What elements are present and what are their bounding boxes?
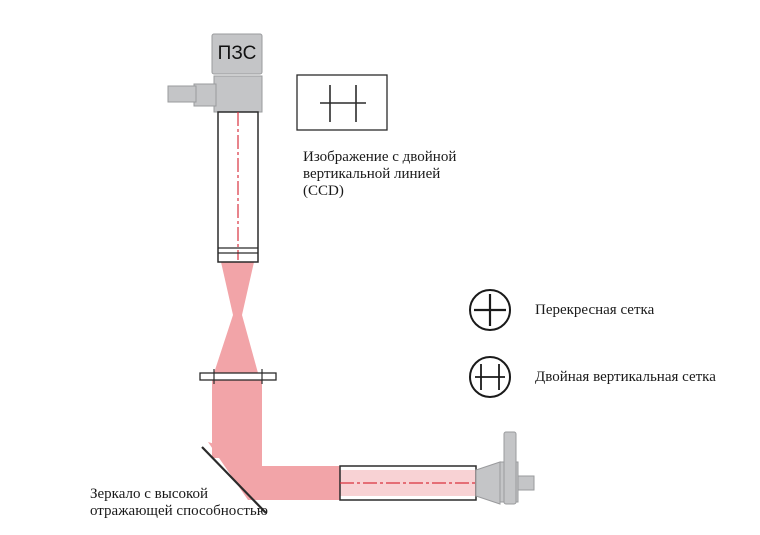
beam-horizontal-tube-glow — [340, 470, 476, 496]
light-source-post — [503, 431, 517, 505]
image-caption-line-3: (CCD) — [303, 183, 344, 199]
image-caption-line-2: вертикальной линией — [303, 166, 441, 182]
legend-cross-reticle-label: Перекресная сетка — [535, 302, 655, 318]
ccd-camera-body — [211, 33, 263, 75]
ccd-adapter-block — [213, 75, 263, 113]
beam-horizontal — [208, 442, 340, 500]
light-source-knob — [517, 475, 535, 491]
ccd-side-connector — [193, 83, 217, 107]
beam-lower-cone — [214, 315, 258, 373]
ccd-side-knob — [167, 85, 197, 103]
reticle-plate — [199, 372, 277, 381]
beam-upper-cone — [221, 262, 254, 315]
ccd-label: ПЗС — [217, 43, 257, 64]
legend-double-vertical-reticle-label: Двойная вертикальная сетка — [535, 369, 716, 385]
image-caption-line-1: Изображение с двойной — [303, 149, 457, 165]
light-source-cone — [475, 461, 501, 505]
mirror-label-line-1: Зеркало с высокой — [90, 486, 209, 502]
mirror — [201, 446, 267, 514]
beam-vertical-lower — [212, 380, 262, 458]
mirror-label-line-2: отражающей способностью — [90, 503, 268, 519]
